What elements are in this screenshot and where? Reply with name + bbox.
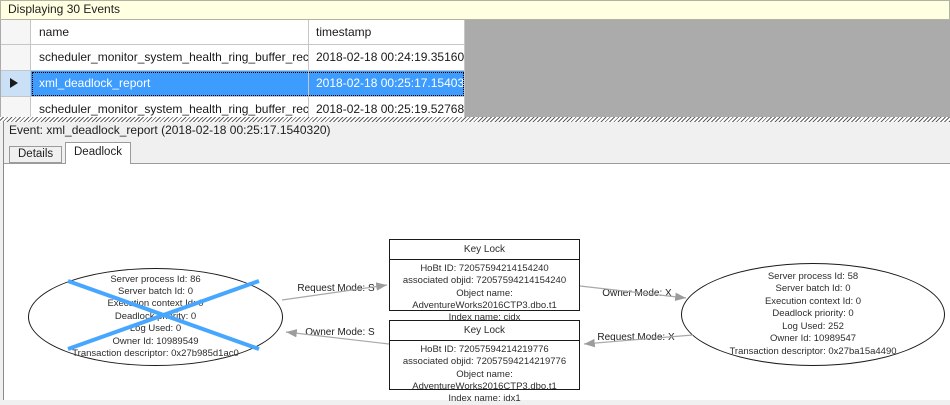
node-text-line: Index name: idx1 <box>448 393 521 405</box>
node-text-line: associated objid: 72057594214154240 <box>402 275 567 287</box>
lock-node-top[interactable]: Key Lock HoBt ID: 72057594214154240 asso… <box>389 239 580 323</box>
row-selector-cell[interactable] <box>1 45 31 71</box>
event-summary-label: Event: xml_deadlock_report (2018-02-18 0… <box>9 123 331 137</box>
node-text-line: Object name: AdventureWorks2016CTP3.dbo.… <box>412 287 557 311</box>
node-text-line: Owner Id: 10989549 <box>112 335 199 347</box>
edge-label-owner-mode-x: Owner Mode: X <box>602 288 672 299</box>
event-summary-bar: Event: xml_deadlock_report (2018-02-18 0… <box>4 122 950 140</box>
events-count-label: Displaying 30 Events <box>8 2 121 16</box>
timestamp-cell[interactable]: 2018-02-18 00:25:17.1540320 <box>309 71 465 97</box>
node-text-line: Server batch Id: 0 <box>775 283 851 295</box>
edge-label-request-mode-x: Request Mode: X <box>597 332 675 343</box>
table-row-selected[interactable]: xml_deadlock_report 2018-02-18 00:25:17.… <box>1 71 950 97</box>
grid-header-row: name timestamp <box>1 20 950 45</box>
lock-node-bottom[interactable]: Key Lock HoBt ID: 72057594214219776 asso… <box>389 320 580 404</box>
process-node-victim[interactable]: Server process Id: 86 Server batch Id: 0… <box>28 268 283 366</box>
table-row[interactable]: scheduler_monitor_system_health_ring_buf… <box>1 45 950 71</box>
row-selector-cell[interactable] <box>1 71 31 97</box>
process-node[interactable]: Server process Id: 58 Server batch Id: 0… <box>681 263 945 366</box>
lock-node-title: Key Lock <box>390 321 579 341</box>
edge-label-owner-mode-s: Owner Mode: S <box>305 327 375 338</box>
node-text-line: Log Used: 252 <box>782 320 844 332</box>
name-cell[interactable]: scheduler_monitor_system_health_ring_buf… <box>31 45 309 71</box>
row-selector-header[interactable] <box>1 20 31 45</box>
node-text-line: Deadlock priority: 0 <box>772 308 854 320</box>
node-text-line: Index name: cidx <box>448 312 521 324</box>
table-row[interactable]: scheduler_monitor_system_health_ring_buf… <box>1 97 950 117</box>
events-count-bar: Displaying 30 Events <box>0 0 950 20</box>
name-cell[interactable]: xml_deadlock_report <box>31 71 309 97</box>
node-text-line: HoBt ID: 72057594214219776 <box>420 344 549 355</box>
edge-label-request-mode-s: Request Mode: S <box>297 283 375 294</box>
node-text-line: Server batch Id: 0 <box>118 285 193 297</box>
detail-tabstrip: Details Deadlock <box>4 140 950 164</box>
name-cell[interactable]: scheduler_monitor_system_health_ring_buf… <box>31 97 309 117</box>
node-text-line: Execution context Id: 0 <box>107 298 204 310</box>
column-header-timestamp[interactable]: timestamp <box>309 20 465 45</box>
lock-node-title: Key Lock <box>390 240 579 260</box>
node-text-line: Object name: AdventureWorks2016CTP3.dbo.… <box>412 368 557 392</box>
event-detail-pane: Event: xml_deadlock_report (2018-02-18 0… <box>3 122 950 404</box>
node-text-line: Transaction descriptor: 0x27b985d1ac0 <box>72 348 239 360</box>
node-text-line: Execution context Id: 0 <box>764 295 862 307</box>
node-text-line: Transaction descriptor: 0x27ba15a4490 <box>729 345 897 357</box>
tab-details[interactable]: Details <box>9 146 63 163</box>
row-selector-cell[interactable] <box>1 97 31 117</box>
node-text-line: Server process Id: 86 <box>110 273 201 285</box>
horizontal-splitter[interactable] <box>0 117 950 122</box>
node-text-line: Server process Id: 58 <box>767 271 859 283</box>
column-header-name[interactable]: name <box>31 20 309 45</box>
node-text-line: Log Used: 0 <box>129 323 182 335</box>
timestamp-cell[interactable]: 2018-02-18 00:24:19.3516078 <box>309 45 465 71</box>
events-grid: name timestamp scheduler_monitor_system_… <box>0 20 950 117</box>
node-text-line: Deadlock priority: 0 <box>114 310 197 322</box>
node-text-line: associated objid: 72057594214219776 <box>402 356 567 368</box>
deadlock-graph-pane: Server process Id: 86 Server batch Id: 0… <box>4 163 950 404</box>
current-row-indicator-icon <box>10 78 18 88</box>
node-text-line: Owner Id: 10989547 <box>769 333 857 345</box>
node-text-line: HoBt ID: 72057594214154240 <box>420 263 549 274</box>
timestamp-cell[interactable]: 2018-02-18 00:25:19.5276859 <box>309 97 465 117</box>
tab-deadlock[interactable]: Deadlock <box>65 142 131 164</box>
